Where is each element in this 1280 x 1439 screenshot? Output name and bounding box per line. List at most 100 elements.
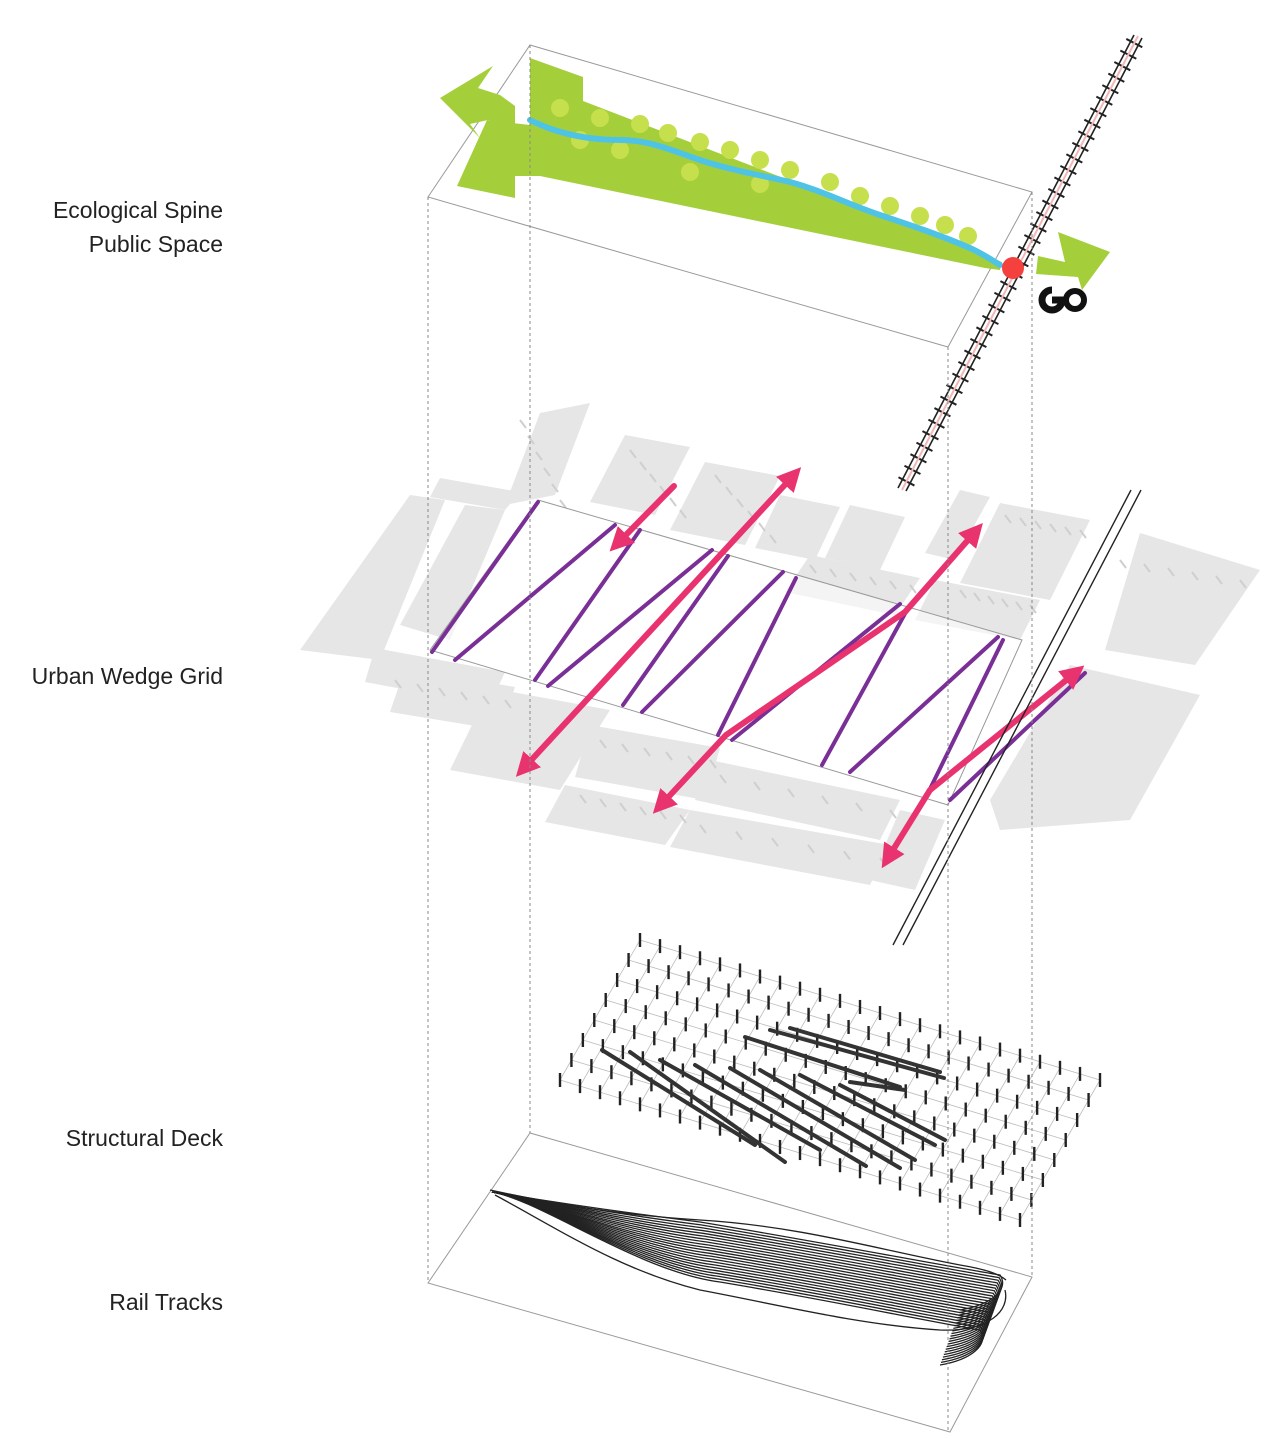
rail-track-line	[494, 1194, 1007, 1331]
go-logo-o-mark	[1063, 288, 1087, 312]
city-block	[670, 810, 890, 885]
creek	[527, 117, 1003, 268]
go-logo: GO	[1038, 286, 1087, 314]
building-mark	[679, 814, 687, 824]
building-mark	[807, 844, 815, 854]
building-mark	[416, 683, 424, 693]
building-mark	[1049, 523, 1057, 533]
city-block	[590, 435, 690, 515]
deck-grid-line	[582, 1039, 1043, 1181]
deck-grid-line	[939, 1055, 1021, 1196]
city-block	[990, 665, 1200, 830]
rail-track-line	[491, 1191, 994, 1337]
deck-grid-line	[819, 1018, 901, 1160]
building-mark	[599, 798, 607, 808]
deck-beam	[693, 1063, 868, 1168]
rail-track-line	[491, 1191, 985, 1361]
rail-track-line	[491, 1191, 988, 1353]
label-ecological-line1: Ecological Spine	[52, 197, 223, 223]
tree	[936, 216, 954, 234]
building-mark	[519, 419, 527, 429]
deck-grid-line	[594, 1019, 1055, 1161]
deck-grid-line	[659, 970, 741, 1111]
building-mark	[1029, 604, 1037, 614]
city-block	[505, 403, 590, 505]
building-mark	[394, 679, 402, 689]
building-mark	[1191, 571, 1199, 581]
deck-grid-line	[879, 1037, 961, 1178]
movement-arrow	[652, 522, 983, 814]
tree	[611, 141, 629, 159]
go-logo-g-mark	[1038, 286, 1066, 314]
tree	[681, 163, 699, 181]
building-mark	[629, 449, 637, 459]
deck-beam	[758, 1068, 917, 1162]
building-mark	[1239, 579, 1247, 589]
deck-grid-line	[999, 1073, 1081, 1215]
rail-track-line	[491, 1191, 1000, 1322]
city-block	[400, 505, 505, 640]
deck-beam	[728, 1066, 902, 1170]
building-mark	[1034, 520, 1042, 530]
rail-track-line	[491, 1191, 986, 1358]
movement-arrow	[881, 665, 1085, 869]
building-mark	[504, 699, 512, 709]
rail-track-lines	[489, 1189, 1007, 1366]
green-spine	[457, 58, 1002, 270]
deck-grid-line	[1019, 1079, 1101, 1221]
deck-beam	[658, 1058, 822, 1152]
deck-grid-lines	[559, 939, 1101, 1221]
deck-grid-line	[759, 1000, 841, 1142]
trees	[551, 99, 977, 245]
building-mark	[735, 830, 743, 841]
deck-columns	[558, 933, 1102, 1227]
building-mark	[1001, 598, 1009, 608]
building-mark	[1119, 559, 1127, 569]
tree	[851, 187, 869, 205]
deck-grid-line	[599, 951, 681, 1093]
deck-grid-line	[579, 945, 661, 1087]
rail-track-line	[491, 1191, 985, 1364]
deck-grid-line	[559, 939, 641, 1081]
rail-track-line	[491, 1191, 997, 1329]
rail-track-line	[491, 1191, 1004, 1311]
tree	[721, 141, 739, 159]
rail-track-line	[491, 1191, 1001, 1319]
rail-tracks-layer	[427, 1132, 1033, 1433]
rail-track-line	[491, 1191, 998, 1327]
deck-grid-line	[619, 958, 701, 1099]
building-mark	[438, 687, 446, 697]
rail-track-line	[491, 1191, 995, 1335]
structural-deck-layer	[558, 933, 1102, 1227]
deck-grid-line	[979, 1067, 1061, 1209]
deck-beams	[600, 1026, 947, 1170]
tree	[631, 115, 649, 133]
deck-beam	[838, 1083, 947, 1142]
deck-grid-line	[639, 939, 1101, 1081]
building-mark	[1215, 575, 1223, 585]
tree	[751, 151, 769, 169]
deck-beam	[848, 1080, 907, 1092]
building-mark	[619, 802, 627, 812]
go-station-marker	[1002, 257, 1024, 279]
rail-track-line	[491, 1191, 993, 1340]
rail-track-line	[491, 1191, 999, 1324]
label-ecological-spine: Ecological Spine Public Space	[53, 193, 223, 261]
deck-grid-line	[719, 988, 801, 1129]
rail-line	[905, 37, 1143, 492]
green-arrow-east	[1036, 232, 1110, 290]
label-urban-wedge-grid: Urban Wedge Grid	[31, 663, 223, 689]
building-mark	[669, 497, 677, 507]
city-block	[300, 495, 445, 660]
deck-grid-line	[559, 1079, 1021, 1221]
rail-track-line	[491, 1191, 1003, 1314]
building-mark	[1004, 514, 1012, 524]
deck-beam	[628, 1050, 787, 1164]
building-mark	[1167, 567, 1175, 577]
rail-tracks-plane	[427, 1132, 1033, 1433]
city-block	[825, 505, 905, 570]
deck-grid-line	[605, 999, 1066, 1141]
rail-track-line	[491, 1191, 1002, 1316]
building-mark	[1143, 563, 1151, 573]
